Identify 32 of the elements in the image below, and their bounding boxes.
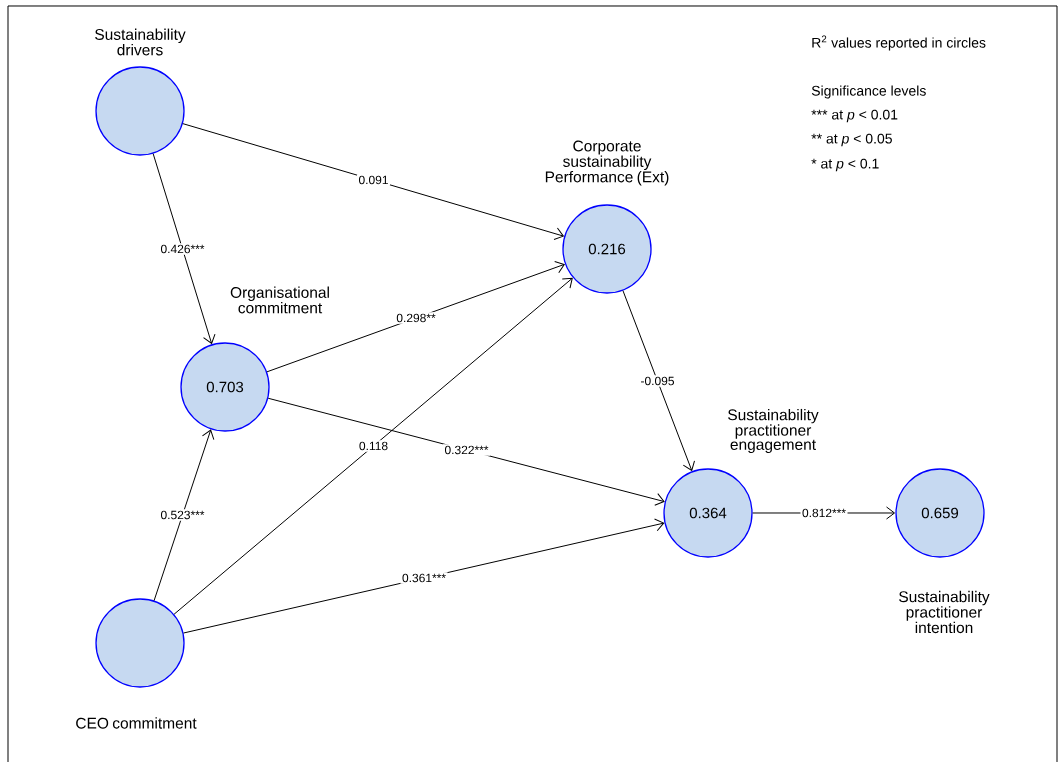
arrow — [622, 290, 695, 471]
edge-label: 0.812*** — [800, 507, 848, 519]
node-title: Organisational commitment — [230, 286, 329, 314]
arrow — [267, 397, 665, 506]
edge-label: 0.091 — [357, 174, 390, 186]
edge-label: 0.523*** — [159, 509, 207, 521]
arrow — [183, 518, 665, 634]
node-title: Sustainability practitioner intention — [899, 590, 990, 634]
note-text: ** at p < 0.05 — [811, 133, 892, 147]
node-title: Sustainability practitioner engagement — [728, 408, 819, 454]
note-text: *** at p < 0.01 — [811, 109, 898, 123]
arrow — [182, 123, 564, 241]
edge-label: 0.118 — [357, 440, 390, 452]
arrow — [153, 429, 215, 602]
note-text: Significance levels — [811, 85, 926, 99]
arrow — [173, 277, 573, 615]
circle-node: 0.703 — [180, 342, 270, 432]
circle-node: 0.659 — [895, 468, 985, 558]
edge-label: 0.322*** — [443, 444, 491, 456]
node-title: Corporate sustainability Performance (Ext) — [545, 140, 669, 186]
edge-label: 0.298** — [394, 312, 438, 324]
edge-label: 0.426*** — [159, 243, 207, 255]
arrow — [152, 153, 216, 344]
node-title: CEO commitment — [76, 717, 197, 729]
arrow — [266, 261, 565, 373]
note-text: R$^{2}$ values reported in circles — [812, 35, 986, 51]
edge-label: -0.095 — [639, 375, 676, 387]
node-title: Sustainability drivers — [95, 28, 186, 56]
circle-node: 0.216 — [562, 204, 652, 294]
note-text: * at p < 0.1 — [811, 158, 879, 172]
edge-label: 0.361*** — [400, 572, 448, 584]
circle-node: 0.364 — [663, 468, 753, 558]
